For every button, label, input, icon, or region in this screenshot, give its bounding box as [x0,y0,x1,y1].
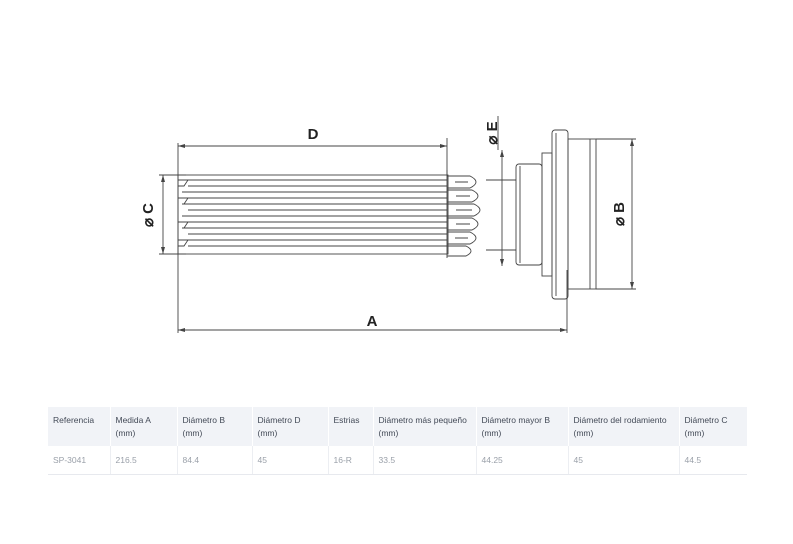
technical-drawing: D A ⌀ C ⌀ E ⌀ B [140,116,636,333]
table-cell: 44.5 [678,446,747,475]
table-row: SP-3041 216.5 84.4 45 16-R 33.5 44.25 45… [48,446,747,475]
dimension-label-b: ⌀ B [611,202,628,226]
dimension-label-c: ⌀ C [140,203,157,227]
dimension-label-d: D [308,126,319,143]
dimension-label-a: A [367,313,378,330]
column-header: Referencia [48,407,110,446]
dimension-label-e: ⌀ E [484,121,501,144]
table-header-row: Referencia Medida A (mm) Diámetro B (mm)… [48,407,747,446]
column-header: Diámetro más pequeño (mm) [372,407,476,446]
table-cell: 16-R [327,446,373,475]
column-header: Diámetro mayor B (mm) [475,407,568,446]
table-cell: 216.5 [109,446,177,475]
table-cell: 45 [251,446,328,475]
table-cell: 33.5 [372,446,476,475]
table-cell: 84.4 [176,446,252,475]
column-header: Diámetro D (mm) [251,407,328,446]
column-header: Estrias [327,407,373,446]
table-cell: SP-3041 [48,446,110,475]
column-header: Medida A (mm) [109,407,177,446]
table-cell: 44.25 [475,446,568,475]
column-header: Diámetro del rodamiento (mm) [567,407,679,446]
table-cell: 45 [567,446,679,475]
specification-table: Referencia Medida A (mm) Diámetro B (mm)… [48,407,747,475]
column-header: Diámetro B (mm) [176,407,252,446]
column-header: Diámetro C (mm) [678,407,747,446]
